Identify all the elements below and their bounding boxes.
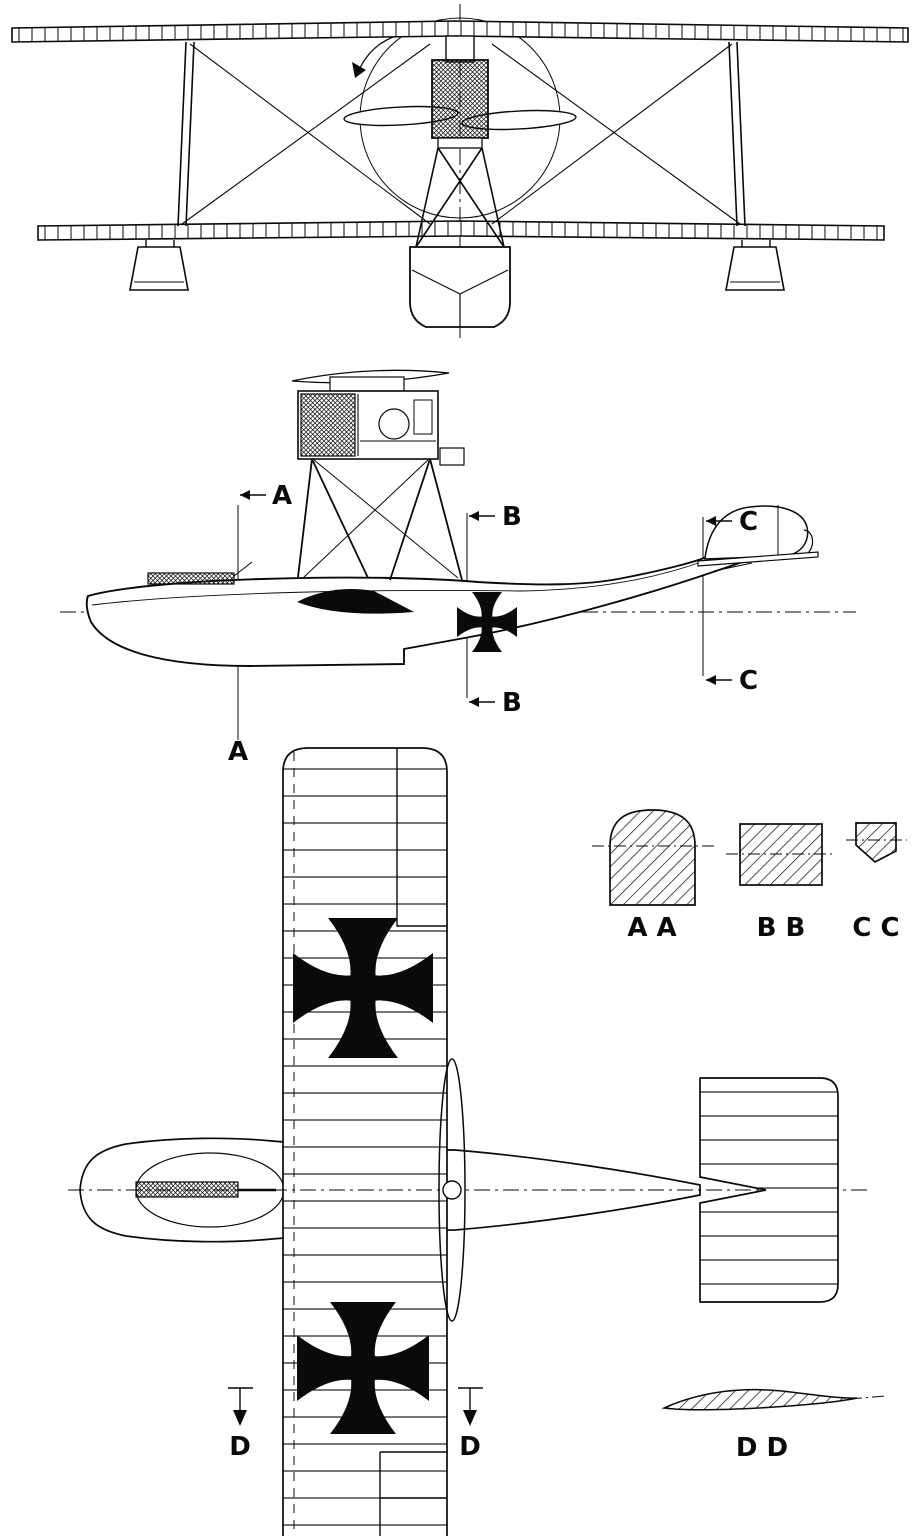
section-marker-c-bottom: C [739,666,758,696]
hull-side [85,543,771,667]
deck-gun-mount [147,572,235,585]
pylon-struts [415,147,505,248]
iron-cross-side [457,592,517,652]
section-marker-a-top: A [272,481,292,511]
section-label-aa: A A [627,913,676,943]
engine-flywheel [378,408,410,440]
engine-top-tank [445,35,475,63]
section-marker-a-bottom: A [228,737,248,767]
cross-sections: A A B B C C [592,809,907,943]
wingtip-float-right [725,246,785,291]
aileron-panel-bottom [379,1451,447,1536]
hull-side-gunwale [91,560,705,606]
iron-cross-wing-lower [297,1302,429,1434]
section-aa-shape [609,809,696,906]
section-markers-side [240,490,732,707]
front-view [11,4,909,338]
bracing-wires [181,43,741,225]
section-marker-b-bottom: B [502,688,522,718]
section-label-cc: C C [852,913,899,943]
section-marker-b-top: B [502,502,522,532]
lower-wing-ribs [37,220,885,241]
radiator-front [431,59,489,139]
section-markers-plan [228,1387,483,1426]
engine-block-detail [413,399,433,435]
propeller-hub [442,1180,462,1200]
side-view: A A B B C C [60,369,856,767]
rotation-arrow [358,33,403,71]
wingtip-float-left [129,246,189,291]
airfoil-dd-axis [849,1395,887,1400]
wing-plan-ribs [282,747,448,1536]
upper-wing-ribs [11,20,909,43]
tailplane-plan-ribs [699,1077,839,1303]
section-label-dd: D D [736,1433,788,1463]
section-marker-c-top: C [739,507,758,537]
engine-magneto [439,447,465,466]
hull-front-vee [411,269,509,327]
section-marker-d-left: D [229,1432,251,1462]
engine-valve-gear [329,376,405,392]
plan-view: D D [68,747,872,1536]
engine-pylon-struts [297,458,463,581]
airfoil-section: D D [661,1388,887,1463]
airfoil-dd-shape [661,1388,858,1411]
propeller-plan-disc [438,1058,466,1322]
tail-side [697,505,819,572]
section-label-bb: B B [757,913,806,943]
rotation-arrowhead [352,62,366,78]
engine-sump [437,137,483,149]
interplane-struts [177,41,746,227]
section-cc-shape [855,822,897,864]
float-left-struts [145,240,175,247]
engine-side [291,369,465,614]
hull-front [409,246,511,328]
wing-root-stub [297,589,414,614]
tailplane-strut [713,562,753,572]
float-right-struts [741,240,771,247]
radiator-side [300,393,356,457]
tailplane-edge-on [697,551,819,567]
iron-cross-wing-upper [293,918,433,1058]
deck-gun-arm [233,561,253,577]
aileron-panel-top [396,748,447,927]
engine-pylon-wires [303,459,459,579]
section-marker-d-right: D [459,1432,481,1462]
